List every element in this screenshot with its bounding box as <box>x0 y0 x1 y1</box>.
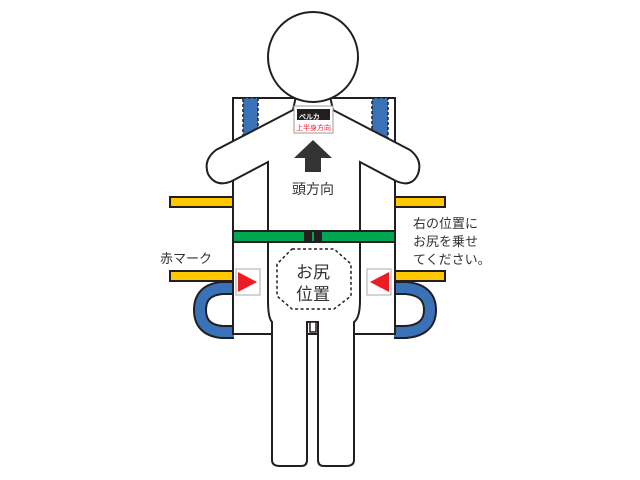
hip-position-label-1: お尻 <box>296 263 330 283</box>
yellow-strap-left-upper <box>169 196 235 208</box>
red-triangle-right-icon <box>238 272 257 292</box>
yellow-strap-left-lower <box>169 270 235 282</box>
instruction-line-2: お尻を乗せ <box>413 235 478 250</box>
tag-direction: 上半身方向 <box>296 123 331 132</box>
red-triangle-left-icon <box>370 272 389 292</box>
hip-position-outline <box>276 248 352 310</box>
hip-position-label-2: 位置 <box>296 285 330 305</box>
belt-buckle-right <box>314 230 322 243</box>
instruction-line-1: 右の位置に <box>413 217 478 232</box>
product-tag: ベルカ 上半身方向 <box>293 105 334 134</box>
instruction-line-3: てください。 <box>413 253 491 268</box>
yellow-strap-right-upper <box>393 196 446 208</box>
yellow-strap-right-lower <box>393 270 446 282</box>
red-mark-label: 赤マーク <box>160 252 212 267</box>
head-direction-label: 頭方向 <box>292 182 334 198</box>
tag-brand: ベルカ <box>299 113 320 121</box>
person-head <box>267 11 359 103</box>
belt-buckle-left <box>304 230 312 243</box>
up-arrow-icon <box>294 140 332 172</box>
person-body <box>205 95 421 467</box>
leg-gap-mark <box>309 321 317 333</box>
